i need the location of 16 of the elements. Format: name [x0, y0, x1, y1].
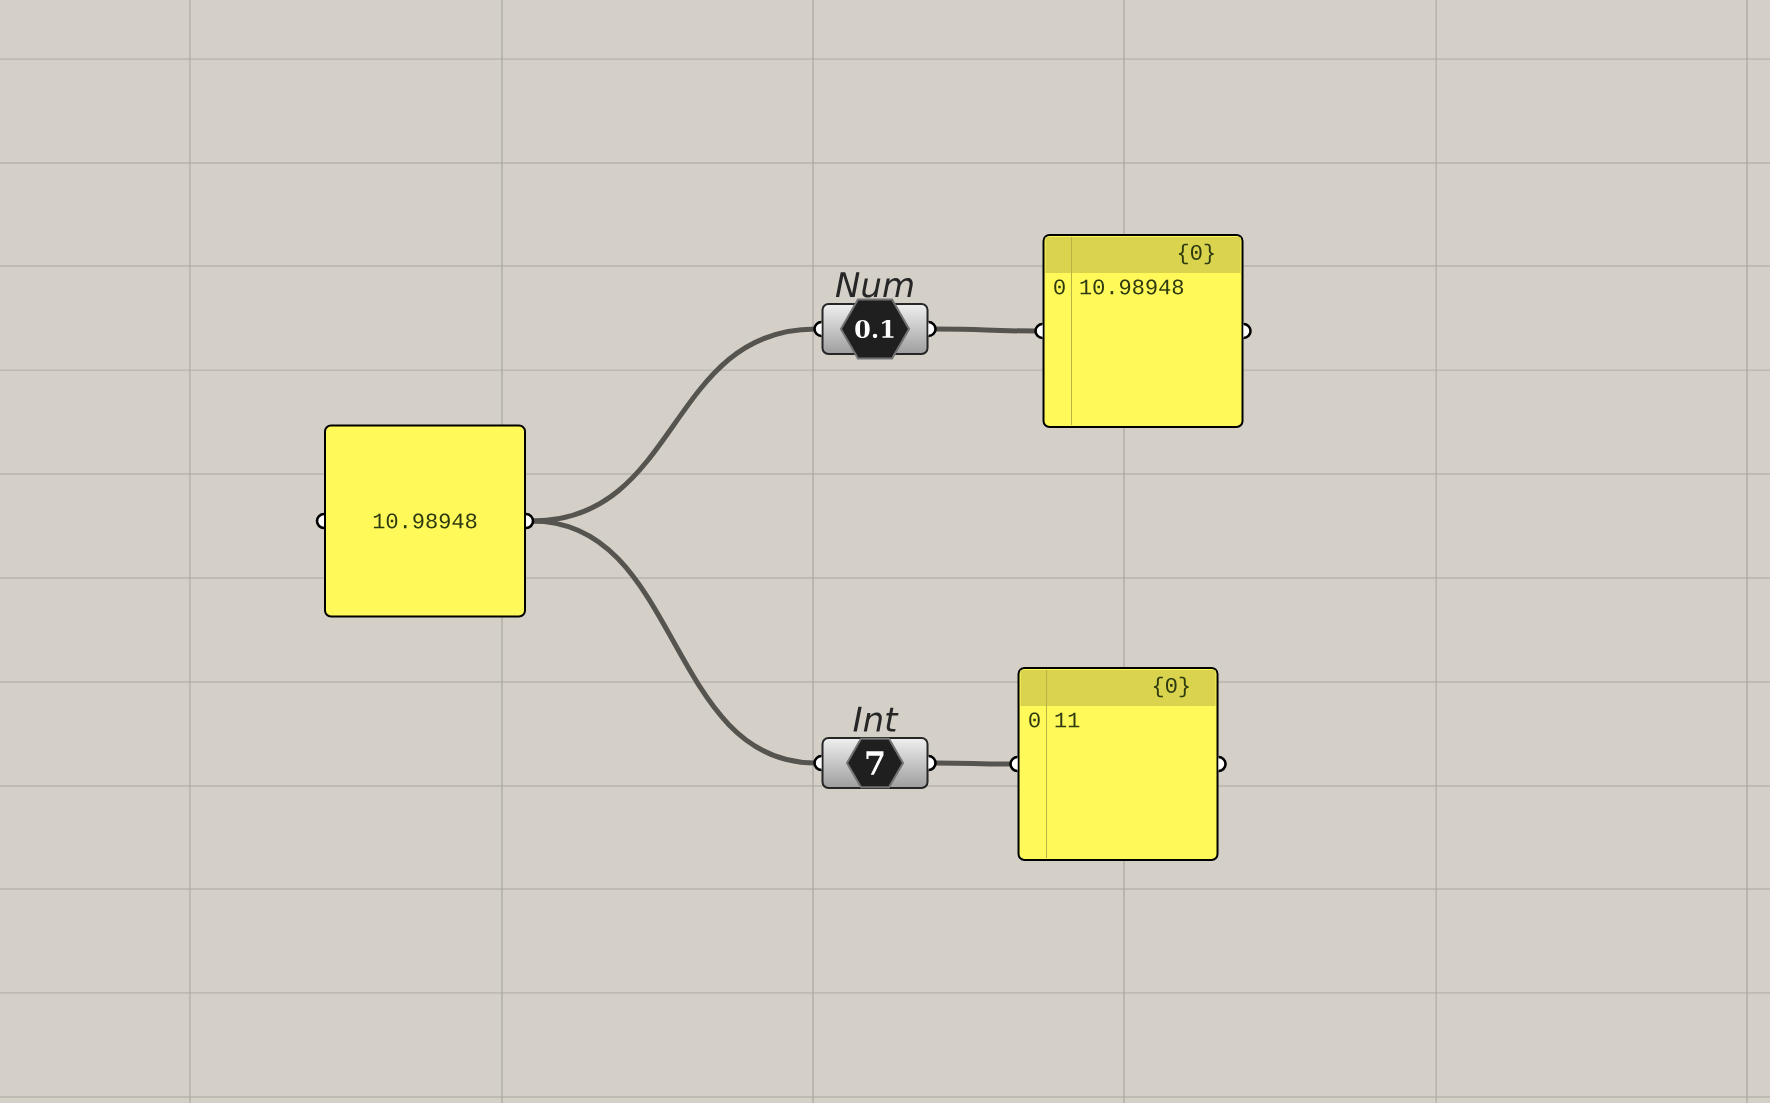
component-label: Int	[853, 706, 899, 732]
wire	[934, 326, 1037, 334]
value-text: 10.98948	[373, 513, 477, 529]
number-hexagon: 0.1	[839, 298, 911, 360]
panel	[1017, 667, 1219, 861]
path-label: {0}	[1153, 676, 1189, 698]
index-label: 0	[1054, 279, 1065, 295]
wire	[531, 326, 816, 524]
value-text: 11	[1055, 712, 1080, 728]
wire	[934, 760, 1012, 767]
value-text: 10.98948	[1080, 279, 1184, 295]
index-label: 0	[1029, 712, 1040, 728]
component-label: Num	[835, 272, 913, 298]
panel	[1042, 234, 1244, 428]
path-label: {0}	[1178, 243, 1214, 265]
wire	[531, 518, 816, 766]
